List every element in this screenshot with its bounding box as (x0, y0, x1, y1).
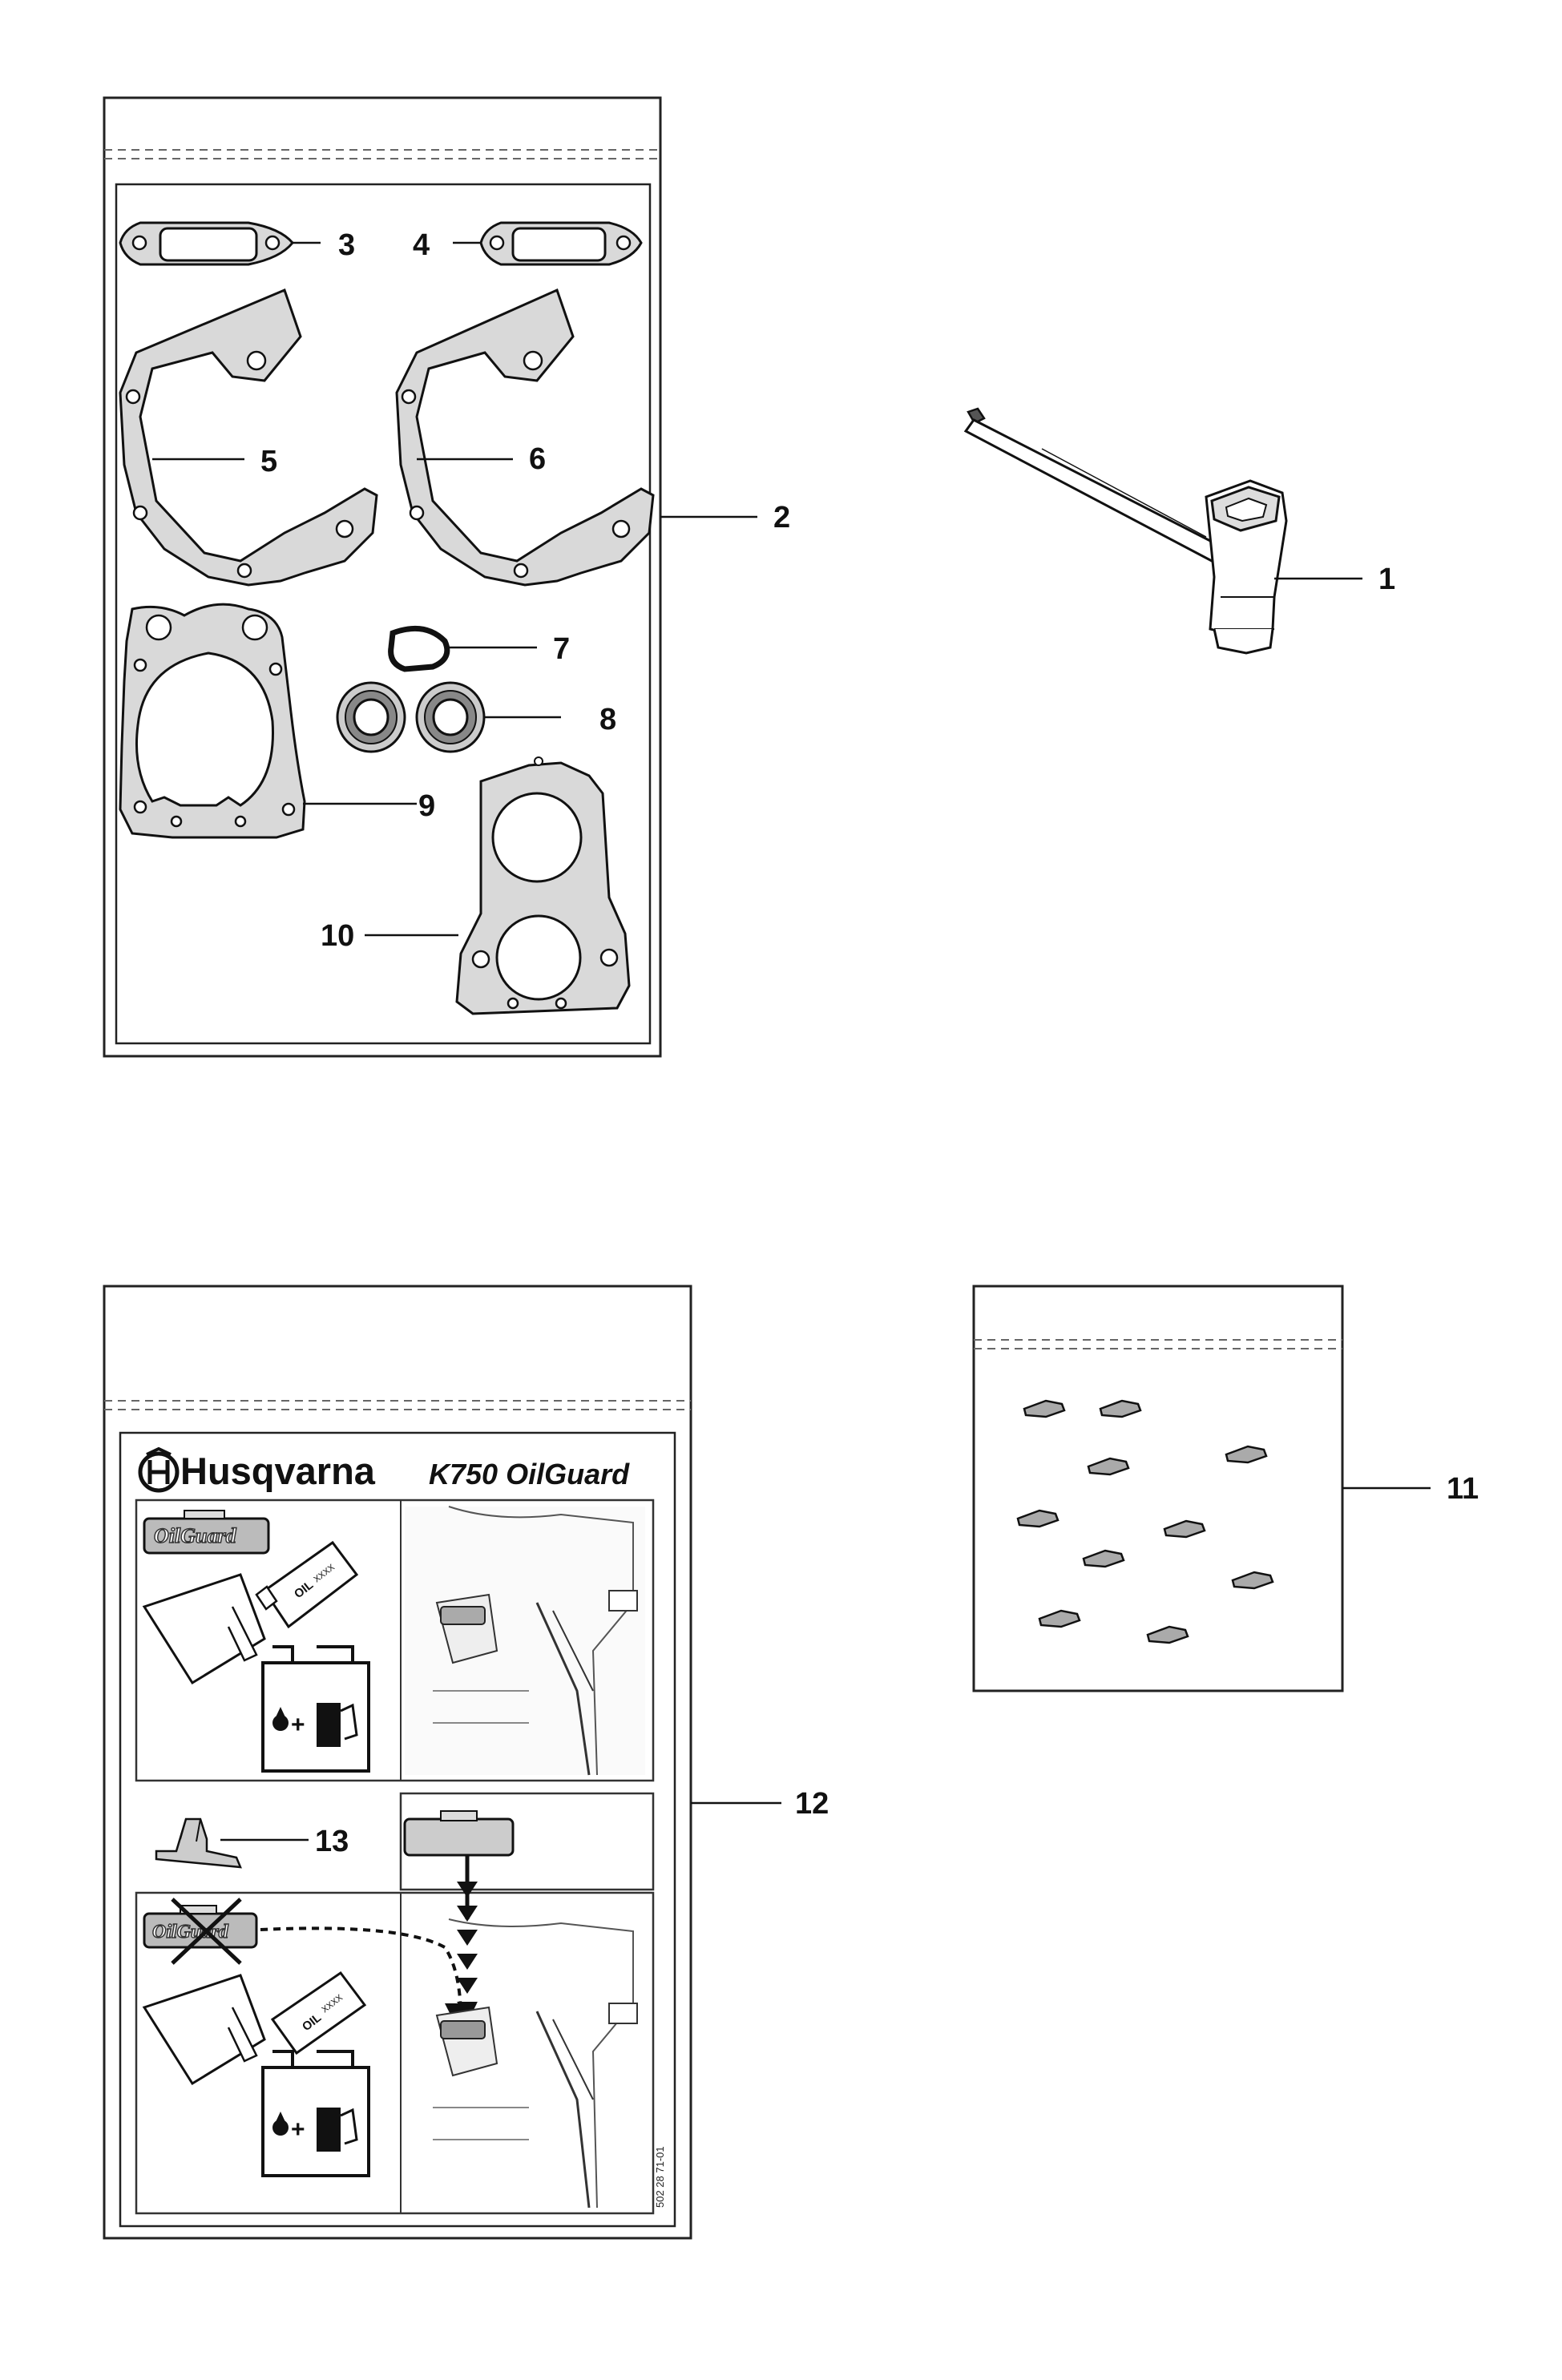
cylinder-gasket (119, 603, 306, 839)
callout-1: 1 (1378, 563, 1395, 596)
callout-12: 12 (795, 1787, 829, 1821)
exhaust-gasket-right (479, 221, 643, 266)
crankcase-gasket-left (119, 288, 378, 587)
leader-lines-gasket-kit (152, 241, 757, 937)
badge-label: OilGuard (154, 1524, 237, 1547)
callout-10: 10 (321, 919, 354, 953)
instruction-panel-cap (399, 1792, 655, 1891)
callout-6: 6 (529, 442, 546, 476)
clips-bag (972, 1285, 1344, 1692)
callout-9: 9 (418, 789, 435, 823)
callout-13: 13 (315, 1825, 349, 1858)
o-ring (388, 625, 450, 672)
plastic-clips (1016, 1399, 1274, 1644)
plate-gasket (455, 756, 631, 1015)
callout-11: 11 (1447, 1472, 1479, 1506)
exhaust-gasket-left (119, 221, 294, 266)
plus-sign: + (291, 1712, 305, 1738)
brand-name: Husqvarna (180, 1450, 376, 1492)
crankcase-gasket-right (395, 288, 655, 587)
model-name: K750 OilGuard (429, 1458, 630, 1491)
instruction-panel-fuel: OilGuard OIL XXXX + (135, 1499, 655, 1782)
callout-2: 2 (773, 501, 790, 534)
part-number-text: 502 28 71-01 (654, 2146, 666, 2208)
callout-7: 7 (553, 632, 570, 666)
callout-5: 5 (260, 445, 277, 478)
oil-seals (336, 681, 486, 753)
callout-3: 3 (338, 228, 355, 262)
callout-8: 8 (599, 703, 616, 736)
callout-4: 4 (413, 228, 430, 262)
instruction-panel-replace: OilGuard OIL XXXX + (135, 1855, 666, 2215)
husqvarna-logo (138, 1446, 180, 1493)
cap-clip (155, 1817, 242, 1869)
plus-sign-2: + (291, 2116, 305, 2143)
socket-wrench-tool (963, 407, 1288, 655)
